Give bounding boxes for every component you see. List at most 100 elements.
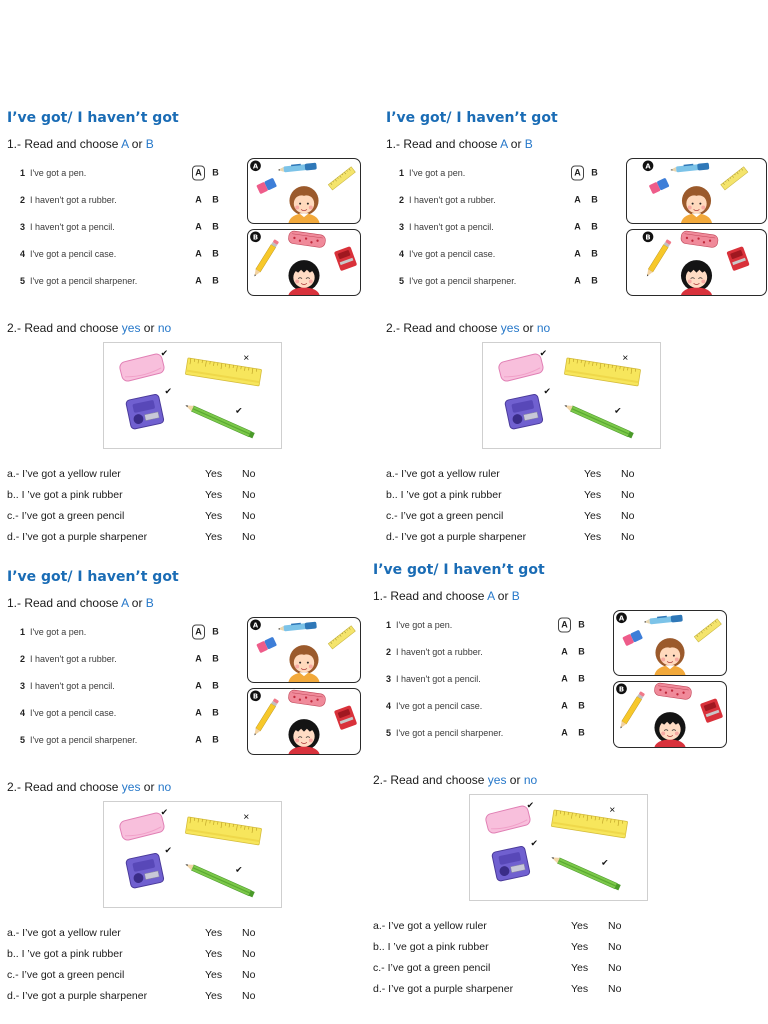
part1-option-b: B [524, 137, 533, 151]
part1-item: 4 I've got a pencil case. A B [399, 240, 604, 267]
choice-b: B [591, 221, 598, 232]
item-sentence: I haven't got a rubber. [30, 653, 117, 664]
girl-black-hair-illustration [680, 260, 713, 295]
worksheet-copy-bottom-left: I’ve got/ I haven’t got 1.- Read and cho… [7, 567, 387, 1007]
part2-item: d.- I’ve got a purple sharpener Yes No [7, 985, 267, 1006]
part1-item: 5 I've got a pencil sharpener. A B [399, 267, 604, 294]
picture-b: B [613, 681, 727, 748]
part2-list: a.- I’ve got a yellow ruler Yes No b.. I… [373, 915, 633, 999]
item-number: 4 [20, 707, 26, 718]
yes-option: Yes [205, 968, 223, 981]
cross-mark-ruler: ✕ [243, 813, 250, 822]
yes-option: Yes [584, 467, 602, 480]
item-sentence: I've got a pen. [30, 626, 87, 637]
item-sentence: I've got a pencil sharpener. [30, 734, 138, 745]
part2-option-yes: yes [500, 321, 520, 335]
girl-black-hair-illustration [288, 719, 320, 754]
item-sentence: I've got a pencil case. [409, 248, 496, 259]
item-sentence: I haven't got a rubber. [396, 646, 483, 657]
check-mark-rubber: ✔ [527, 801, 534, 811]
yes-option: Yes [205, 530, 223, 543]
choice-a: A [574, 248, 581, 259]
item-sentence: b.. I ’ve got a pink rubber [373, 940, 489, 953]
part1-item: 4 I've got a pencil case. A B [20, 699, 225, 726]
no-option: No [621, 530, 635, 543]
part1-item: 3 I haven't got a pencil. A B [20, 213, 225, 240]
cross-mark-ruler: ✕ [609, 806, 616, 815]
part1-item: 5 I've got a pencil sharpener. A B [20, 267, 225, 294]
worksheet-title: I’ve got/ I haven’t got [373, 562, 545, 578]
part2-item: a.- I’ve got a yellow ruler Yes No [7, 463, 267, 484]
item-sentence: I've got a pencil sharpener. [409, 275, 517, 286]
part1-option-a: A [121, 137, 129, 151]
label-a-badge: A [250, 619, 261, 631]
choice-a: A [195, 734, 202, 745]
label-b-badge: B [250, 690, 261, 702]
no-option: No [242, 467, 256, 480]
part1-heading-text: 1.- Read and choose [386, 137, 498, 151]
item-number: 5 [386, 727, 392, 738]
ruler-illustration [185, 357, 262, 387]
rubber-illustration [485, 805, 531, 834]
pencil-case-illustration [288, 689, 326, 707]
pencil-illustration [620, 691, 645, 729]
check-mark-rubber: ✔ [540, 349, 547, 359]
choice-b: B [212, 194, 219, 205]
part2-item: d.- I’ve got a purple sharpener Yes No [373, 978, 633, 999]
item-sentence: d.- I’ve got a purple sharpener [373, 982, 514, 995]
check-mark-sharpener: ✔ [165, 387, 172, 397]
part1-item: 5 I've got a pencil sharpener. A B [386, 719, 591, 746]
item-sentence: d.- I’ve got a purple sharpener [386, 530, 527, 543]
part2-item: b.. I ’ve got a pink rubber Yes No [7, 484, 267, 505]
choice-a: A [561, 673, 568, 684]
check-mark-rubber: ✔ [161, 808, 168, 818]
part1-item: 3 I haven't got a pencil. A B [386, 665, 591, 692]
pen-illustration [670, 162, 710, 173]
part1-heading: 1.- Read and choose A or B [386, 137, 533, 151]
choice-b: B [591, 275, 598, 286]
item-sentence: a.- I’ve got a yellow ruler [386, 467, 500, 480]
rubber-illustration [622, 630, 643, 646]
part1-option-a: A [500, 137, 508, 151]
rubber-illustration [256, 637, 277, 653]
choice-b: B [212, 167, 219, 178]
label-b-badge: B [250, 231, 261, 243]
choice-b: B [212, 680, 219, 691]
part1-heading: 1.- Read and choose A or B [7, 137, 154, 151]
item-number: 3 [20, 680, 26, 691]
part1-heading: 1.- Read and choose A or B [373, 589, 520, 603]
worksheet-copy-bottom-right: I’ve got/ I haven’t got 1.- Read and cho… [373, 560, 768, 1000]
part2-item: b.. I ’ve got a pink rubber Yes No [373, 936, 633, 957]
item-sentence: a.- I’ve got a yellow ruler [7, 467, 121, 480]
item-sentence: I've got a pencil sharpener. [30, 275, 138, 286]
worksheet-title: I’ve got/ I haven’t got [386, 110, 558, 126]
part2-option-yes: yes [487, 773, 507, 787]
ruler-illustration [564, 357, 641, 387]
item-number: 3 [386, 673, 392, 684]
label-a-text: A [619, 614, 625, 622]
part2-heading-text: 2.- Read and choose [7, 321, 119, 335]
sharpener-illustration [700, 698, 723, 723]
pencil-illustration [646, 239, 672, 277]
girl-black-hair-illustration [288, 260, 320, 295]
rubber-illustration [119, 812, 165, 841]
label-a-text: A [253, 162, 259, 170]
part1-heading-text: 1.- Read and choose [373, 589, 485, 603]
part1-heading-or: or [497, 589, 509, 603]
yes-option: Yes [571, 919, 589, 932]
no-option: No [608, 919, 622, 932]
part2-item: a.- I’ve got a yellow ruler Yes No [373, 915, 633, 936]
pen-illustration [277, 162, 317, 173]
item-sentence: I haven't got a pencil. [30, 680, 115, 691]
choice-b: B [578, 727, 585, 738]
sharpener-illustration [334, 246, 357, 271]
item-number: 2 [399, 194, 405, 205]
part1-heading: 1.- Read and choose A or B [7, 596, 154, 610]
choice-b: B [212, 653, 219, 664]
no-option: No [242, 509, 256, 522]
choice-a: A [195, 707, 202, 718]
picture-b: B [247, 688, 361, 755]
part1-heading-or: or [131, 137, 143, 151]
yes-option: Yes [205, 488, 223, 501]
label-a-badge: A [642, 160, 654, 172]
